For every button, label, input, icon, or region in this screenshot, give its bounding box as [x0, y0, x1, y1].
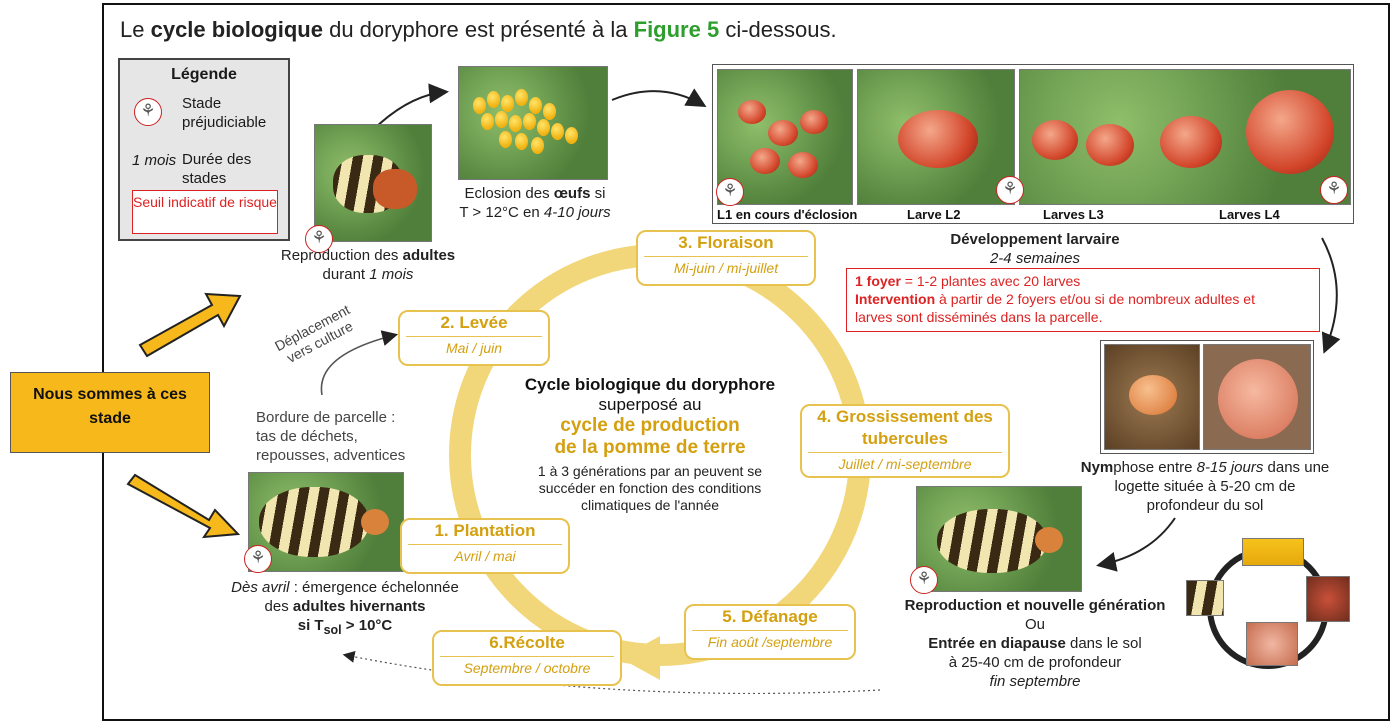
ring-arrowhead [620, 636, 660, 680]
larval-dev-text: Développement larvaire 2-4 semaines [950, 231, 1120, 267]
callout-arrow-down [126, 473, 241, 539]
current-stage-callout: Nous sommes à ces stade [10, 372, 210, 453]
arrow-nymph-to-repro [1096, 517, 1176, 572]
new-generation-text: Reproduction et nouvelle génération Ou E… [904, 597, 1166, 690]
nymphose-text: Nymphose entre 8-15 jours dans une loget… [1080, 459, 1330, 514]
harmful-stage-icon [134, 98, 162, 126]
larvae-panel: L1 en cours d'éclosion Larve L2 Larves L… [712, 64, 1354, 224]
mini-eggs-thumb [1242, 538, 1304, 566]
legend-duree-label: Durée des stades [182, 151, 252, 187]
legend-title: Légende [171, 66, 237, 83]
figure-frame [102, 3, 1390, 721]
label-l2: Larve L2 [907, 207, 961, 222]
arrow-edge-to-culture [320, 330, 399, 396]
emergence-text: Dès avril : émergence échelonnée des adu… [231, 579, 459, 637]
photo-eggs [458, 66, 608, 180]
mini-larvae-thumb [1306, 576, 1350, 622]
photo-pupa [1203, 344, 1311, 450]
callout-arrow-up [138, 292, 242, 358]
photo-adults-mating [314, 124, 432, 242]
label-l1: L1 en cours d'éclosion [717, 207, 858, 222]
arrow-larvae-to-nymph [1321, 237, 1341, 354]
photo-adult-new-generation [916, 486, 1082, 592]
harmful-stage-icon [1320, 176, 1348, 204]
cycle-center-text: Cycle biologique du doryphore superposé … [524, 375, 776, 513]
photo-larvae-l3-l4 [1019, 69, 1351, 205]
mini-adult-thumb [1186, 580, 1224, 616]
page-title: Le cycle biologique du doryphore est pré… [120, 17, 837, 42]
harmful-stage-icon [910, 566, 938, 594]
adults-reproduction-text: Reproduction des adultes durant 1 mois [280, 247, 456, 283]
photo-larva-l2 [857, 69, 1015, 205]
legend-seuil: Seuil indicatif de risque [132, 190, 278, 234]
label-l3: Larves L3 [1043, 207, 1104, 222]
harmful-stage-icon [305, 225, 333, 253]
harmful-stage-icon [996, 176, 1024, 204]
risk-threshold-box: 1 foyer = 1-2 plantes avec 20 larves Int… [846, 268, 1320, 332]
photo-overwintering-adult [248, 472, 404, 572]
legend-stade-label: Stade préjudiciable [182, 95, 267, 131]
arrow-diapause-return [342, 650, 881, 695]
arrow-eggs-to-larvae [611, 88, 707, 108]
nymph-panel [1100, 340, 1314, 454]
harmful-stage-icon [716, 178, 744, 206]
field-edge-text: Bordure de parcelle : tas de déchets, re… [256, 409, 406, 464]
label-l4: Larves L4 [1219, 207, 1280, 222]
legend-box: Légende Stade préjudiciable 1 mois Durée… [118, 58, 290, 241]
arrow-adult-to-eggs [374, 83, 449, 129]
eggs-text: Eclosion des œufs si T > 12°C en 4-10 jo… [459, 185, 611, 221]
mini-pupa-thumb [1246, 622, 1298, 666]
harmful-stage-icon [244, 545, 272, 573]
photo-larva-l1 [717, 69, 853, 205]
legend-duree-value: 1 mois [132, 152, 177, 169]
photo-nymph-soil [1104, 344, 1200, 450]
